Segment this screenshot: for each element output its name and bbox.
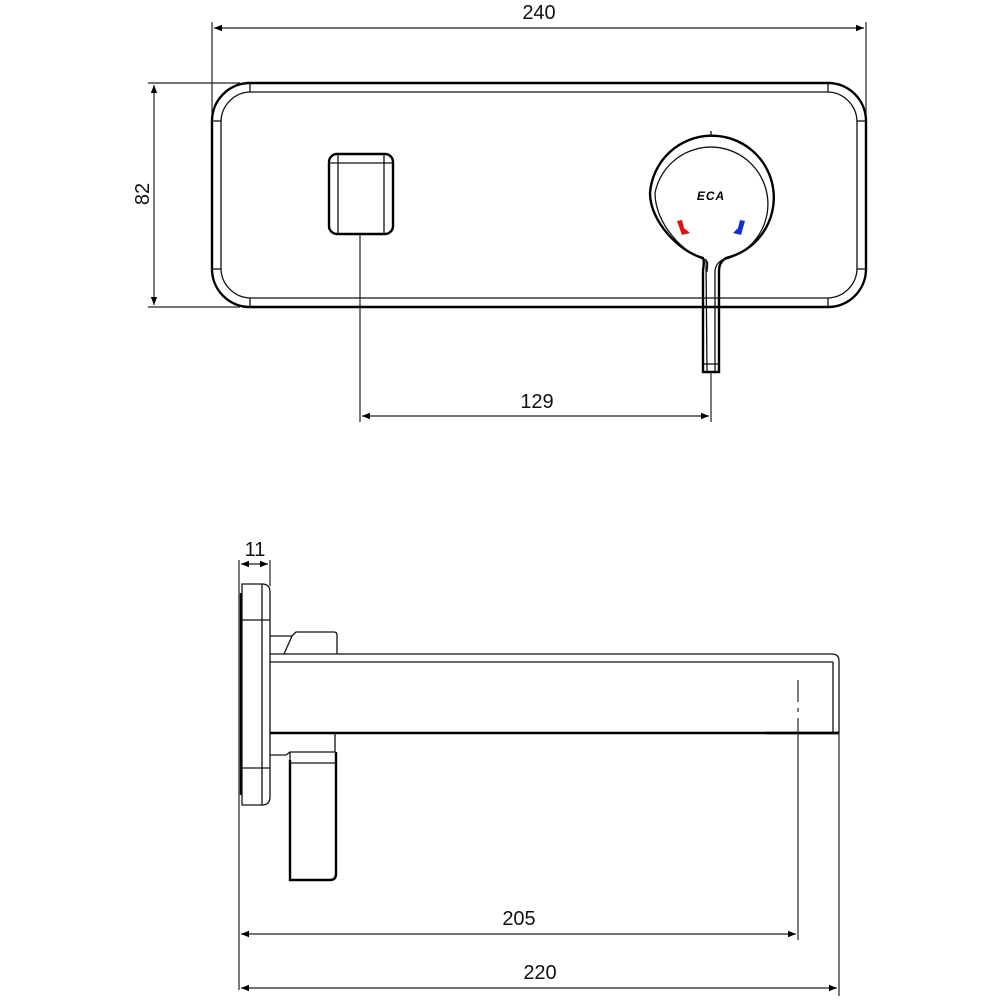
hot-indicator-icon (677, 220, 690, 235)
dimension-spout-handle-label: 129 (520, 391, 553, 413)
spout-outlet-front (327, 152, 395, 422)
front-view: 240 82 (132, 2, 868, 422)
dimension-spout-handle: 129 (362, 391, 709, 420)
dimension-plate-thickness-label: 11 (245, 539, 266, 561)
dimension-height: 82 (132, 82, 240, 308)
cover-plate (210, 81, 868, 309)
dimension-width: 240 (211, 2, 867, 118)
lever-bottom-side (270, 733, 338, 882)
mixer-handle: ECA (648, 131, 776, 422)
eca-logo: ECA (697, 189, 725, 203)
dimension-height-label: 82 (132, 183, 154, 205)
dimension-spout-reach-inner-label: 205 (502, 908, 535, 930)
dimension-width-label: 240 (522, 2, 555, 24)
lever-top-side (270, 631, 338, 655)
spout-body-side (270, 653, 840, 996)
side-view: 11 (238, 539, 840, 996)
cold-indicator-icon (733, 220, 745, 235)
dimension-spout-reach-total-label: 220 (523, 962, 556, 984)
dimension-spout-reach-total: 220 (241, 962, 837, 992)
dimension-plate-thickness: 11 (238, 539, 271, 990)
wall-plate-side (239, 583, 271, 806)
dimension-spout-reach-inner: 205 (241, 908, 796, 938)
